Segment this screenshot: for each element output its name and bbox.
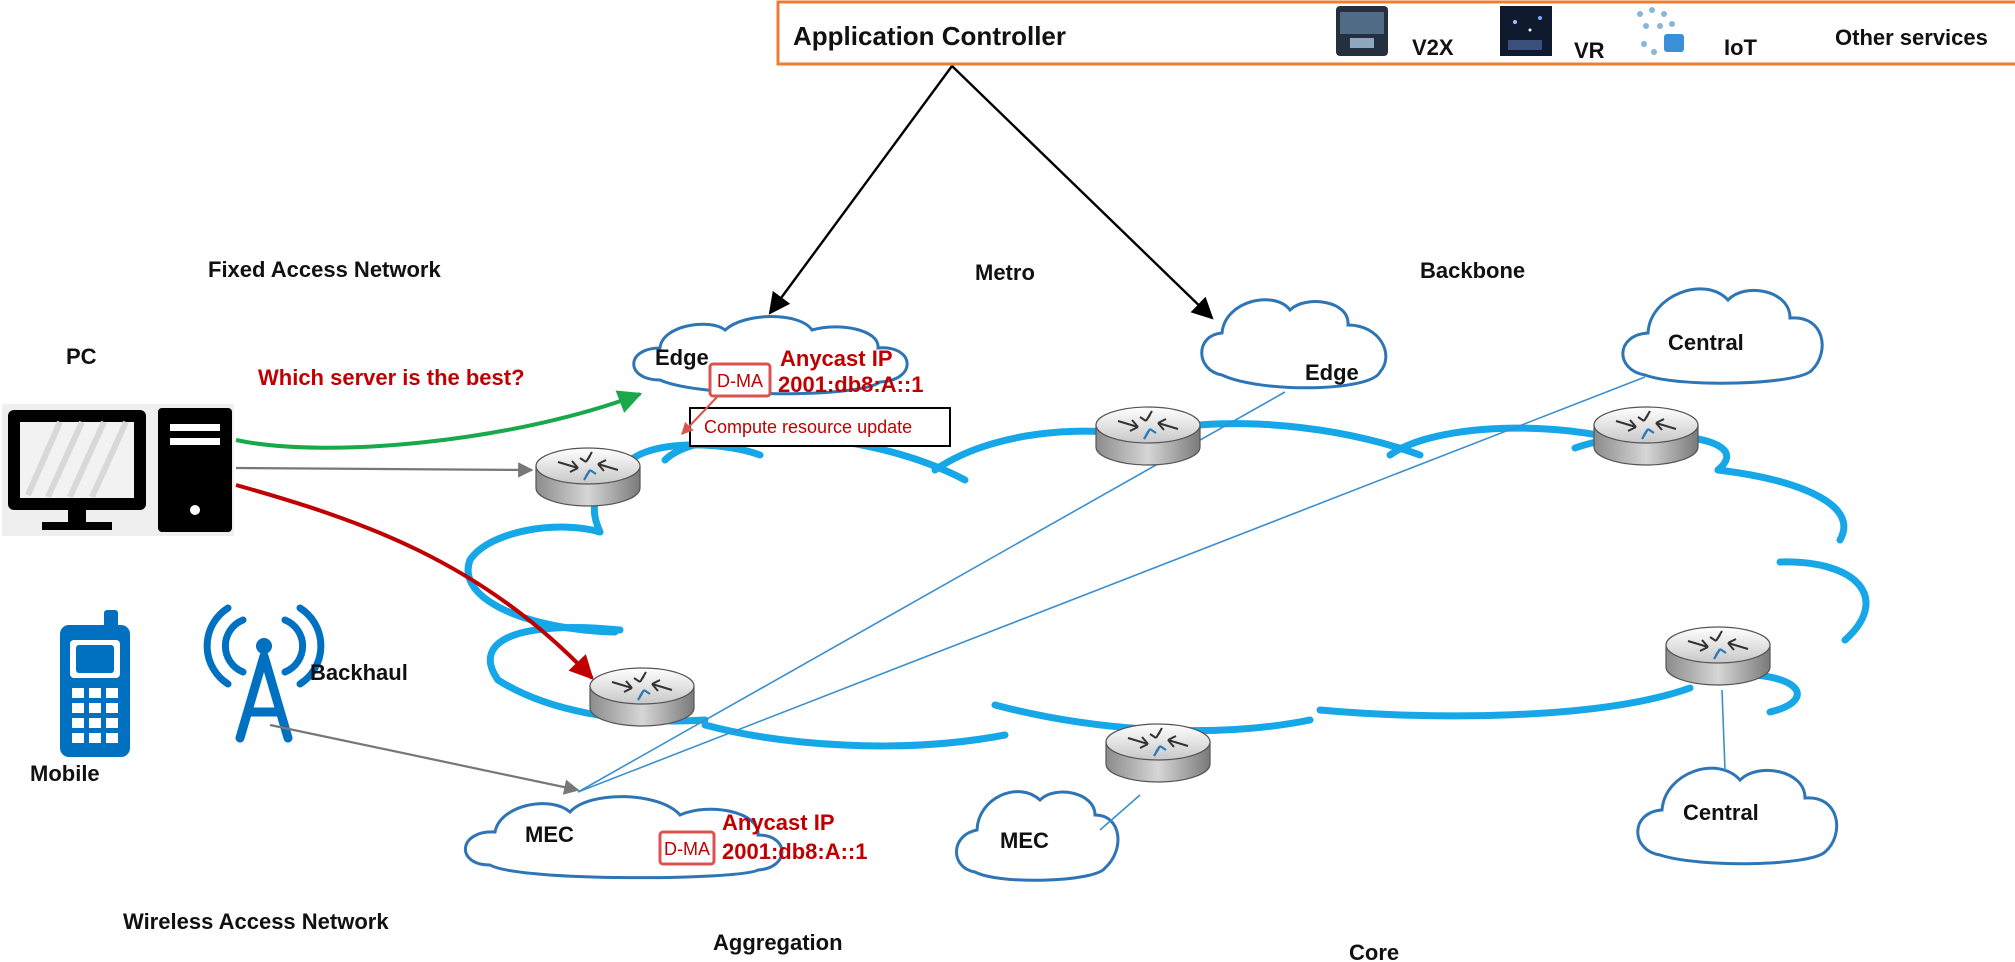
core-label: Core [1349, 940, 1399, 962]
compute-update-label: Compute resource update [704, 417, 912, 437]
cloud-edge-left [632, 315, 909, 396]
question-label: Which server is the best? [258, 365, 525, 390]
controller-title: Application Controller [793, 21, 1066, 51]
cloud-mec-center [955, 790, 1120, 882]
iot-icon [1637, 7, 1684, 55]
router-metro [1094, 405, 1202, 467]
controller-arrow-left [768, 65, 953, 315]
cloud-mec-left [463, 795, 784, 880]
service-iot: IoT [1724, 35, 1758, 60]
vr-icon [1500, 6, 1552, 56]
v2x-icon [1336, 6, 1388, 56]
edge-right-label: Edge [1305, 360, 1359, 385]
router-backbone [1592, 405, 1700, 467]
aggregation-label: Aggregation [713, 930, 843, 955]
application-controller: Application Controller V2X VR [776, 0, 2015, 66]
fixed-access-label: Fixed Access Network [208, 257, 441, 282]
central-bottom-label: Central [1683, 800, 1759, 825]
antenna-icon [203, 604, 325, 743]
service-other: Other services [1835, 25, 1988, 50]
mec-left-label: MEC [525, 822, 574, 847]
service-vr: VR [1574, 38, 1605, 63]
anycast-address-edge: 2001:db8:A::1 [778, 372, 923, 397]
pc-icon [2, 404, 234, 536]
dma-label-mec: D-MA [664, 839, 710, 859]
router-core-bottom [1104, 722, 1212, 784]
gray-arrow-to-router [235, 462, 534, 478]
backbone-label: Backbone [1420, 258, 1525, 283]
cloud-edge-right [1200, 298, 1388, 390]
compute-update-arrow [681, 395, 719, 435]
pc-label: PC [66, 344, 97, 369]
anycast-label-edge: Anycast IP [780, 346, 893, 371]
dma-box-edge [708, 362, 772, 398]
dma-box-mec [658, 830, 716, 866]
green-arrow-to-edge [235, 390, 643, 450]
wireless-access-label: Wireless Access Network [123, 909, 389, 934]
anycast-label-mec: Anycast IP [722, 810, 835, 835]
router-aggregation-bottom [588, 666, 696, 728]
cloud-central-top [1621, 287, 1824, 385]
controller-arrow-right [951, 65, 1214, 320]
edge-left-label: Edge [655, 345, 709, 370]
router-aggregation-top [534, 446, 642, 508]
cloud-central-bottom [1636, 766, 1839, 866]
service-v2x: V2X [1412, 35, 1454, 60]
red-arrow-to-router [235, 483, 594, 680]
backhaul-label: Backhaul [310, 660, 408, 685]
gray-arrow-to-mec [269, 723, 580, 795]
mobile-icon [60, 610, 130, 757]
central-top-label: Central [1668, 330, 1744, 355]
mobile-label: Mobile [30, 761, 100, 786]
dma-label-edge: D-MA [717, 371, 763, 391]
metro-label: Metro [975, 260, 1035, 285]
router-core-right [1664, 625, 1772, 687]
mec-center-label: MEC [1000, 828, 1049, 853]
anycast-address-mec: 2001:db8:A::1 [722, 839, 867, 864]
